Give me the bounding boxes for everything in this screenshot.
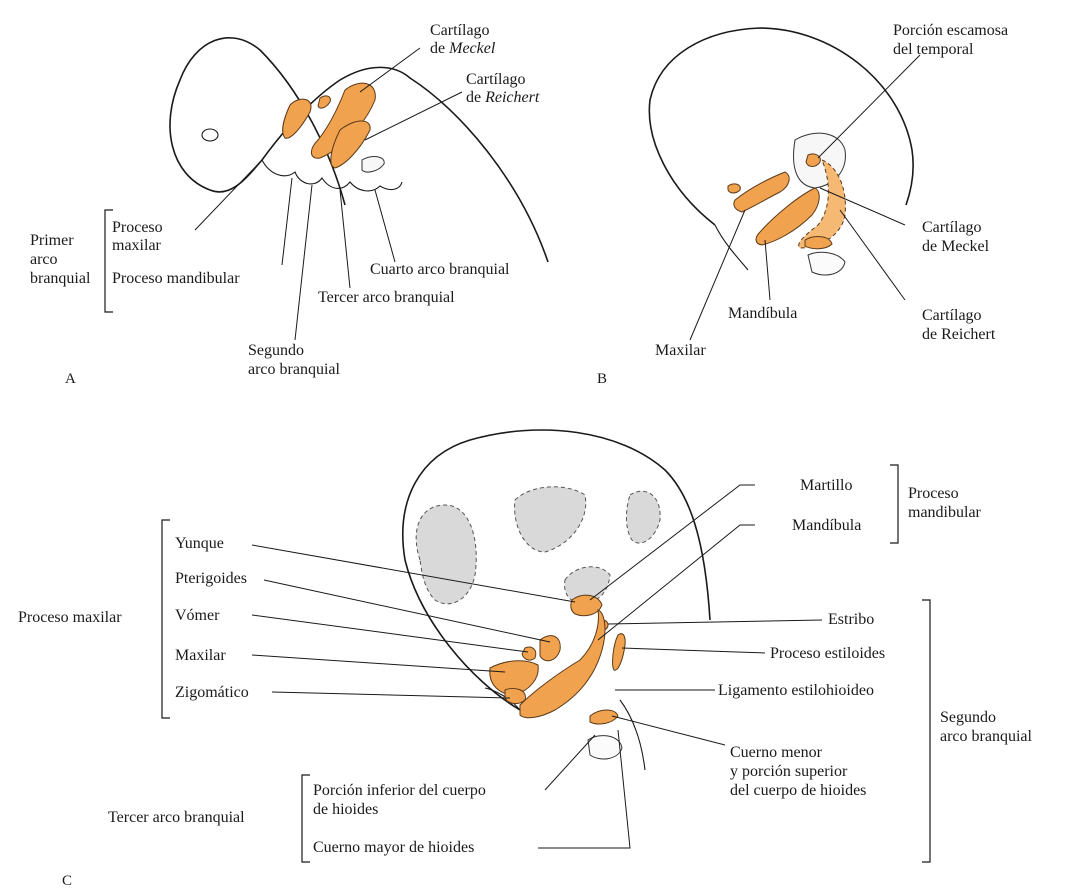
panel-c-tercer-arco-bracket — [302, 775, 310, 862]
panel-a-letter: A — [65, 371, 76, 387]
panel-a-segundo-leader — [295, 185, 312, 340]
panel-c-proceso-estiloides-label: Proceso estiloides — [770, 645, 885, 662]
panel-a-primer-label-3: branquial — [30, 270, 91, 287]
panel-b-mandibula-leader — [765, 240, 770, 300]
panel-c-cuerno-menor-leader — [612, 716, 725, 745]
panel-c-segundo-arco-bracket — [922, 600, 930, 862]
panel-a-proceso-maxilar-label-2: maxilar — [112, 237, 162, 254]
panel-a-maxilar-leader — [195, 160, 262, 230]
panel-c-grey-region-2 — [515, 487, 586, 552]
panel-c-yunque-label: Yunque — [175, 535, 224, 552]
panel-c-proceso-mandibular-label-1: Proceso — [908, 485, 959, 502]
panel-b-head-outline — [649, 28, 913, 225]
panel-b-hyoid-cartilage — [805, 237, 832, 249]
panel-c-vomer-label: Vómer — [175, 607, 220, 624]
panel-c-proceso-maxilar-label: Proceso maxilar — [18, 609, 122, 626]
panel-c-pterigoides-label: Pterigoides — [175, 570, 247, 587]
panel-a-reichert-label-1: Cartílago — [466, 71, 526, 88]
panel-c-estiloides-leader — [622, 648, 765, 653]
panel-c-yunque-leader — [252, 545, 575, 602]
panel-a-reichert-label-2: de Reichert — [466, 89, 540, 106]
panel-a-segundo-label-1: Segundo — [248, 342, 304, 359]
panel-c-porcion-inferior-label-2: de hioides — [313, 801, 378, 818]
panel-a-tercer-arco-label: Tercer arco branquial — [318, 289, 455, 306]
panel-c-proceso-maxilar-bracket — [162, 520, 170, 718]
panel-c-cuerno-mayor-label: Cuerno mayor de hioides — [313, 839, 474, 856]
panel-b-meckel-label-1: Cartílago — [922, 219, 982, 236]
panel-b-meckel-cartilage — [806, 154, 820, 167]
panel-c-segundo-arco-label-1: Segundo — [940, 709, 996, 726]
panel-a-maxillary-cartilage — [283, 99, 311, 138]
panel-c: Martillo Mandíbula Proceso mandibular Yu… — [18, 430, 1033, 889]
panel-c-proceso-mandibular-bracket — [890, 465, 898, 543]
panel-b-jaw-outline — [715, 225, 748, 270]
panel-b-escamosa-label-1: Porción escamosa — [893, 22, 1008, 39]
panel-c-grey-region-1 — [416, 505, 476, 604]
panel-c-estribo-leader — [608, 620, 822, 624]
panel-b-maxilar-label: Maxilar — [655, 342, 706, 359]
panel-c-segundo-arco-label-2: arco branquial — [940, 728, 1033, 745]
panel-c-mandibula-label: Mandíbula — [792, 517, 861, 534]
panel-b-escamosa-leader — [818, 55, 920, 158]
panel-a-small-cartilage-1 — [318, 96, 330, 108]
panel-a-proceso-mandibular-label: Proceso mandibular — [112, 270, 240, 287]
panel-c-cuerno-menor-label-3: del cuerpo de hioides — [730, 782, 866, 799]
panel-c-lesser-horn — [590, 710, 618, 724]
panel-c-vomer — [522, 647, 536, 660]
panel-c-neck-outline — [620, 700, 645, 770]
panel-c-zygomatic — [505, 688, 525, 703]
panel-c-pterigoides-leader — [264, 580, 550, 642]
panel-c-maxilar-leader — [252, 655, 505, 672]
panel-c-styloid-process — [613, 634, 626, 670]
panel-c-martillo-leader — [590, 485, 755, 600]
panel-b-letter: B — [597, 371, 607, 387]
panel-b-reichert-label-1: Cartílago — [922, 307, 982, 324]
panel-c-cuerno-menor-label-1: Cuerno menor — [730, 744, 823, 761]
panel-c-zigomatico-leader — [272, 692, 510, 698]
panel-c-proceso-mandibular-label-2: mandibular — [908, 504, 982, 521]
panel-a-meckel-label-1: Cartílago — [430, 22, 490, 39]
panel-a-proceso-maxilar-label-1: Proceso — [112, 219, 163, 236]
panel-b: Porción escamosa del temporal Cartílago … — [597, 22, 1008, 387]
panel-c-cuerno-menor-label-2: y porción superior — [730, 763, 848, 780]
panel-c-pterygoid — [540, 636, 560, 661]
panel-b-hyoid — [808, 252, 845, 275]
panel-b-mandibula-label: Mandíbula — [728, 305, 797, 322]
panel-c-martillo-label: Martillo — [800, 477, 852, 494]
panel-a-meckel-leader — [360, 48, 420, 92]
panel-a-primer-label-1: Primer — [30, 232, 74, 249]
panel-c-malleus-incus — [571, 595, 602, 616]
panel-a-reichert-leader — [365, 92, 462, 140]
panel-a: Cartílago de Meckel Cartílago de Reicher… — [30, 22, 548, 387]
panel-a-fourth-arch — [362, 157, 384, 172]
panel-b-escamosa-label-2: del temporal — [893, 41, 974, 58]
panel-a-eye — [202, 129, 218, 141]
panel-c-maxilar-label: Maxilar — [175, 647, 226, 664]
panel-b-maxilla-small — [728, 184, 740, 193]
panel-b-meckel-label-2: de Meckel — [922, 238, 990, 255]
panel-a-cuarto-leader — [375, 190, 395, 262]
panel-a-segundo-label-2: arco branquial — [248, 361, 341, 378]
panel-b-maxilla — [734, 172, 789, 212]
panel-c-zigomatico-label: Zigomático — [175, 684, 249, 701]
panel-a-cuarto-arco-label: Cuarto arco branquial — [370, 261, 510, 278]
panel-c-ligamento-label: Ligamento estilohioideo — [718, 682, 874, 699]
panel-c-porcion-inferior-label-1: Porción inferior del cuerpo — [313, 782, 486, 799]
panel-c-porcion-inferior-leader — [545, 735, 595, 790]
panel-c-letter: C — [62, 873, 72, 889]
panel-b-reichert-label-2: de Reichert — [922, 326, 996, 343]
panel-c-estribo-label: Estribo — [828, 611, 874, 628]
panel-c-tercer-arco-label: Tercer arco branquial — [108, 809, 245, 826]
panel-c-hyoid-body — [588, 736, 622, 759]
panel-a-primer-label-2: arco — [30, 251, 58, 268]
panel-c-vomer-leader — [252, 615, 528, 652]
panel-a-meckel-label-2: de Meckel — [430, 40, 496, 57]
panel-a-mandibular-leader — [282, 178, 292, 265]
panel-c-grey-region-3 — [626, 491, 660, 543]
panel-b-reichert-leader — [840, 210, 905, 300]
